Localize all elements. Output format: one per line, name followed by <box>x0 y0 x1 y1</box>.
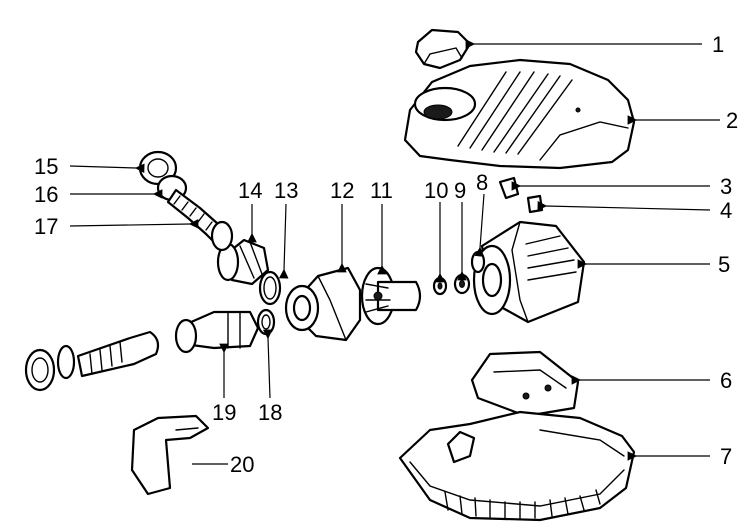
callout-18: 18 <box>258 400 282 425</box>
leader-17 <box>69 219 199 229</box>
part-18-washer <box>256 308 276 336</box>
callout-14: 14 <box>238 178 262 203</box>
callout-2: 2 <box>726 108 738 133</box>
callout-17: 17 <box>34 214 58 239</box>
part-4-clip <box>526 194 544 214</box>
part-5-motor-housing <box>472 220 586 324</box>
callout-19: 19 <box>212 400 236 425</box>
callout-20: 20 <box>230 452 254 477</box>
part-7-bottom-housing <box>398 410 636 522</box>
part-14-union-connector <box>216 238 270 286</box>
hose-tail-assembly <box>24 330 160 392</box>
callout-labels: 1 2 3 4 5 6 7 8 9 10 11 12 13 14 15 16 1… <box>34 32 738 477</box>
part-17-corrugated-hose <box>166 188 234 252</box>
callout-4: 4 <box>720 198 732 223</box>
callout-10: 10 <box>424 178 448 203</box>
leader-8 <box>474 193 485 257</box>
part-19-outlet-connector <box>174 310 260 354</box>
part-3-clip <box>498 176 520 200</box>
callout-16: 16 <box>34 182 58 207</box>
part-13-o-ring <box>258 270 282 306</box>
leader-13 <box>278 203 289 279</box>
callout-12: 12 <box>330 178 354 203</box>
callout-9: 9 <box>454 178 466 203</box>
callout-6: 6 <box>720 368 732 393</box>
part-20-blanking-plate <box>130 414 210 496</box>
part-11-impeller <box>360 266 422 326</box>
callout-13: 13 <box>274 178 298 203</box>
part-6-base-plate <box>470 350 580 418</box>
callout-5: 5 <box>718 252 730 277</box>
callout-15: 15 <box>34 154 58 179</box>
leader-lines <box>69 39 720 465</box>
callout-7: 7 <box>720 444 732 469</box>
part-10-bushing <box>432 276 448 296</box>
part-2-cover <box>403 58 636 170</box>
leader-18 <box>262 329 273 399</box>
part-9-rubber-ring <box>453 273 471 295</box>
callout-8: 8 <box>476 170 488 195</box>
part-1-cap <box>414 28 472 70</box>
callout-1: 1 <box>712 32 724 57</box>
leader-15 <box>69 163 145 174</box>
callout-11: 11 <box>370 178 393 203</box>
callout-3: 3 <box>720 174 732 199</box>
part-12-volute <box>284 266 362 342</box>
leader-4 <box>537 200 711 211</box>
part-8-shaft-bearing <box>470 250 486 274</box>
